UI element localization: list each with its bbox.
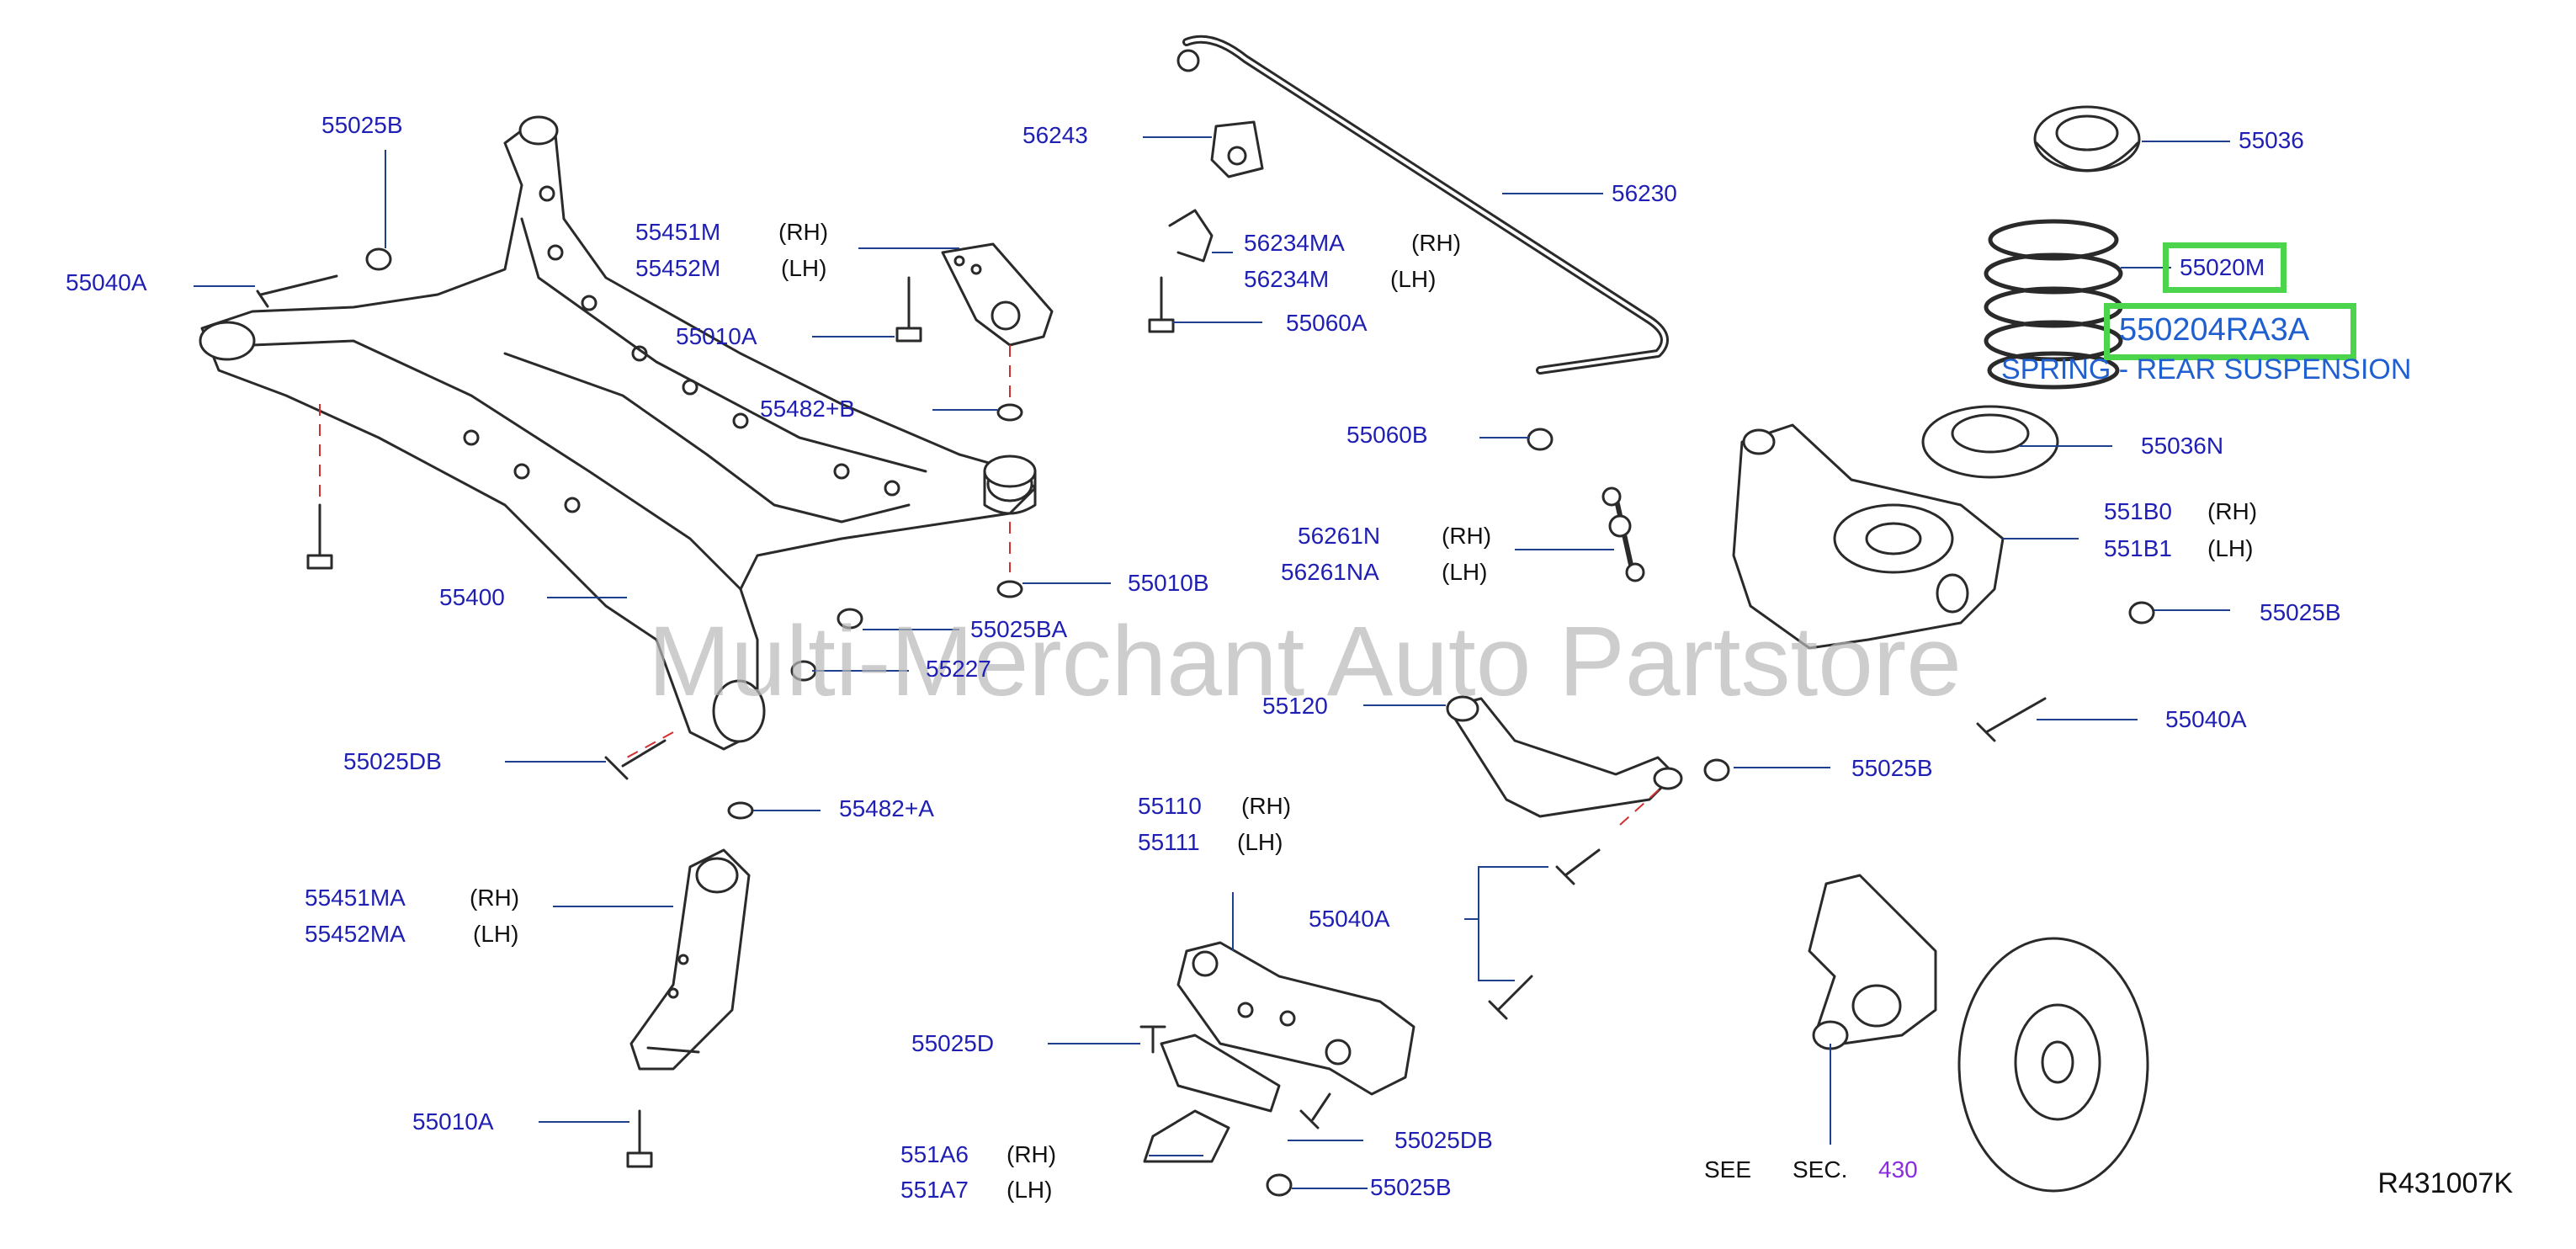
- side-label: (RH): [1442, 523, 1492, 549]
- part-label[interactable]: 55025DB: [1394, 1127, 1493, 1153]
- part-label[interactable]: 55040A: [2165, 706, 2247, 732]
- section-label: SEC.: [1793, 1156, 1848, 1183]
- part-label[interactable]: 55025B: [2260, 599, 2341, 625]
- part-label[interactable]: 55111: [1138, 829, 1200, 855]
- part-description: SPRING - REAR SUSPENSION: [2001, 353, 2412, 385]
- part-label[interactable]: 55010A: [676, 323, 757, 349]
- part-label[interactable]: 55010A: [412, 1108, 494, 1135]
- part-label[interactable]: 55482+B: [760, 396, 855, 422]
- stabilizer-link-56261N: [1601, 486, 1645, 582]
- part-label[interactable]: 55451MA: [305, 885, 406, 911]
- side-label: (LH): [1237, 829, 1283, 855]
- part-label[interactable]: 55036N: [2141, 433, 2224, 459]
- part-label[interactable]: 56234MA: [1244, 230, 1345, 256]
- part-label[interactable]: 55025B: [321, 112, 403, 138]
- side-label: (RH): [1006, 1141, 1057, 1167]
- part-label[interactable]: 55040A: [1309, 906, 1390, 932]
- side-label: (RH): [2207, 498, 2258, 524]
- part-label[interactable]: 55025B: [1370, 1174, 1452, 1200]
- section-link[interactable]: 430: [1878, 1156, 1918, 1183]
- part-label[interactable]: 55060B: [1346, 422, 1428, 448]
- part-label[interactable]: 55452MA: [305, 921, 406, 947]
- diagram-reference-code: R431007K: [2377, 1167, 2513, 1199]
- part-label[interactable]: 551A7: [900, 1177, 969, 1203]
- part-label[interactable]: 55025D: [911, 1030, 995, 1056]
- part-label[interactable]: 551B0: [2104, 498, 2172, 524]
- side-label: (LH): [1390, 266, 1437, 292]
- insulator-55036: [2033, 105, 2141, 173]
- part-label[interactable]: 55400: [439, 584, 505, 610]
- part-label[interactable]: 56230: [1612, 180, 1677, 206]
- upper-arm-55120: [1446, 695, 1683, 818]
- highlight-box: [2163, 242, 2287, 293]
- highlighted-part-label[interactable]: 55020M: [2180, 254, 2265, 280]
- side-label: (LH): [2207, 535, 2254, 561]
- clamp-56234M: [1168, 209, 1214, 263]
- part-label[interactable]: 55110: [1138, 793, 1202, 819]
- bolts: [256, 274, 2047, 1168]
- part-label[interactable]: 55040A: [66, 269, 147, 295]
- bushing-55010B: [983, 403, 1037, 598]
- lower-arm-55110: [1176, 941, 1415, 1096]
- part-label[interactable]: 55452M: [635, 255, 721, 281]
- axle-arm-551B0: [1732, 423, 2005, 650]
- part-label[interactable]: 551B1: [2104, 535, 2172, 561]
- see-label: SEE: [1704, 1156, 1752, 1183]
- part-label[interactable]: 551A6: [900, 1141, 969, 1167]
- part-label[interactable]: 56243: [1022, 122, 1088, 148]
- side-label: (LH): [781, 255, 827, 281]
- part-label[interactable]: 55036: [2239, 127, 2304, 153]
- part-label[interactable]: 55482+A: [839, 795, 934, 821]
- part-label[interactable]: 55060A: [1286, 310, 1368, 336]
- side-label: (LH): [1006, 1177, 1053, 1203]
- side-label: (LH): [473, 921, 519, 947]
- part-label[interactable]: 55025B: [1851, 755, 1933, 781]
- part-label[interactable]: 55025BA: [970, 616, 1068, 642]
- part-label[interactable]: 56261NA: [1281, 559, 1379, 585]
- part-label[interactable]: 55025DB: [343, 748, 442, 774]
- part-label[interactable]: 55010B: [1128, 570, 1209, 596]
- bracket-55451MA: [629, 848, 751, 1071]
- highlighted-alt-part-label[interactable]: 550204RA3A: [2119, 312, 2310, 348]
- side-label: (RH): [778, 219, 829, 245]
- part-label[interactable]: 56261N: [1298, 523, 1381, 549]
- plate-551A6: [1143, 1034, 1281, 1163]
- leader-lines: [194, 136, 2230, 1189]
- insulator-55036N: [1921, 405, 2059, 479]
- highlight-box: [2104, 303, 2356, 360]
- bracket-55451M: [941, 242, 1054, 347]
- side-label: (RH): [1241, 793, 1292, 819]
- part-label[interactable]: 55120: [1262, 693, 1328, 719]
- bushing-56243: [1210, 120, 1264, 178]
- side-label: (RH): [1411, 230, 1462, 256]
- brake-rotor: [1957, 937, 2149, 1193]
- part-label[interactable]: 56234M: [1244, 266, 1330, 292]
- stabilizer-bar-56230: [1176, 35, 1669, 375]
- crossmember-55400: [199, 115, 1037, 751]
- side-label: (LH): [1442, 559, 1488, 585]
- side-label: (RH): [470, 885, 520, 911]
- part-label[interactable]: 55451M: [635, 219, 721, 245]
- part-label[interactable]: 55227: [926, 656, 991, 682]
- assembly-dashes: [319, 345, 1663, 826]
- washers: [365, 247, 2155, 1197]
- coil-spring-55020M: [1984, 219, 2123, 390]
- knuckle: [1808, 874, 1937, 1050]
